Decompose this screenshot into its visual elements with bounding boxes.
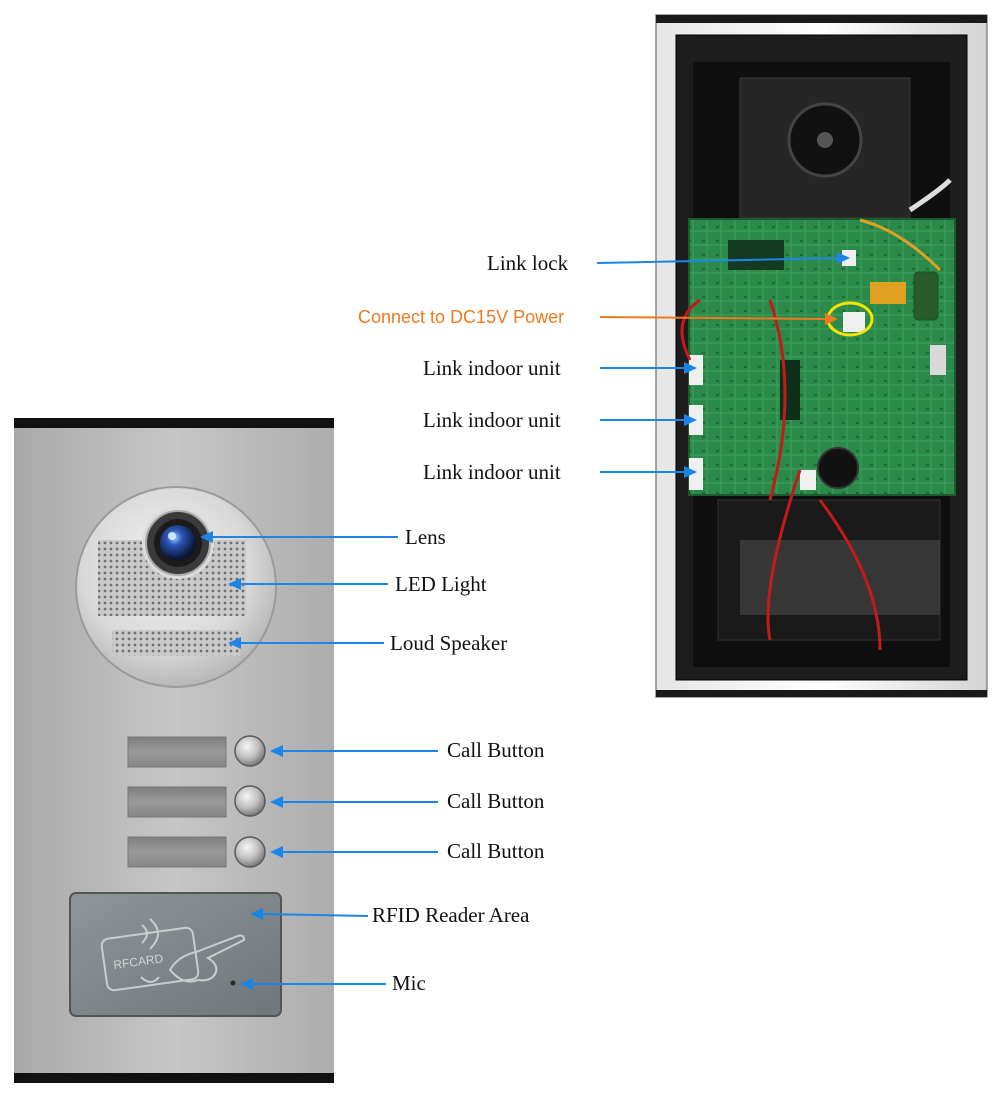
call-button-3[interactable]: [234, 836, 266, 868]
label-rfid-reader: RFID Reader Area: [372, 903, 530, 927]
rfid-card-label: RFCARD: [113, 951, 165, 972]
label-lens: Lens: [405, 525, 446, 549]
arrow-rfid: [261, 913, 369, 917]
lens-icon: [145, 510, 211, 576]
label-call-button-1: Call Button: [447, 738, 545, 762]
label-indoor-unit-3: Link indoor unit: [423, 460, 561, 484]
mic-hole-icon: [230, 980, 236, 986]
circuit-board: [680, 178, 956, 651]
nameplate-2: [127, 786, 227, 818]
label-loud-speaker: Loud Speaker: [390, 631, 508, 655]
arrow-link-lock: [596, 257, 841, 264]
label-indoor-unit-1: Link indoor unit: [423, 356, 561, 380]
arrow-power: [599, 316, 827, 320]
label-link-lock: Link lock: [487, 251, 569, 275]
label-power: Connect to DC15V Power: [358, 307, 565, 327]
label-led-light: LED Light: [395, 572, 487, 596]
power-connector: [843, 312, 865, 332]
label-mic: Mic: [392, 971, 426, 995]
call-button-2[interactable]: [234, 785, 266, 817]
indoor-connector-3: [689, 458, 703, 490]
label-call-button-3: Call Button: [447, 839, 545, 863]
label-call-button-2: Call Button: [447, 789, 545, 813]
hand-icon: [168, 934, 246, 983]
nameplate-3: [127, 836, 227, 868]
nameplate-1: [127, 736, 227, 768]
rfid-reader[interactable]: RFCARD: [69, 892, 282, 1017]
label-indoor-unit-2: Link indoor unit: [423, 408, 561, 432]
call-button-1[interactable]: [234, 735, 266, 767]
callout-arrows: [200, 252, 850, 990]
indoor-connector-1: [689, 355, 703, 385]
